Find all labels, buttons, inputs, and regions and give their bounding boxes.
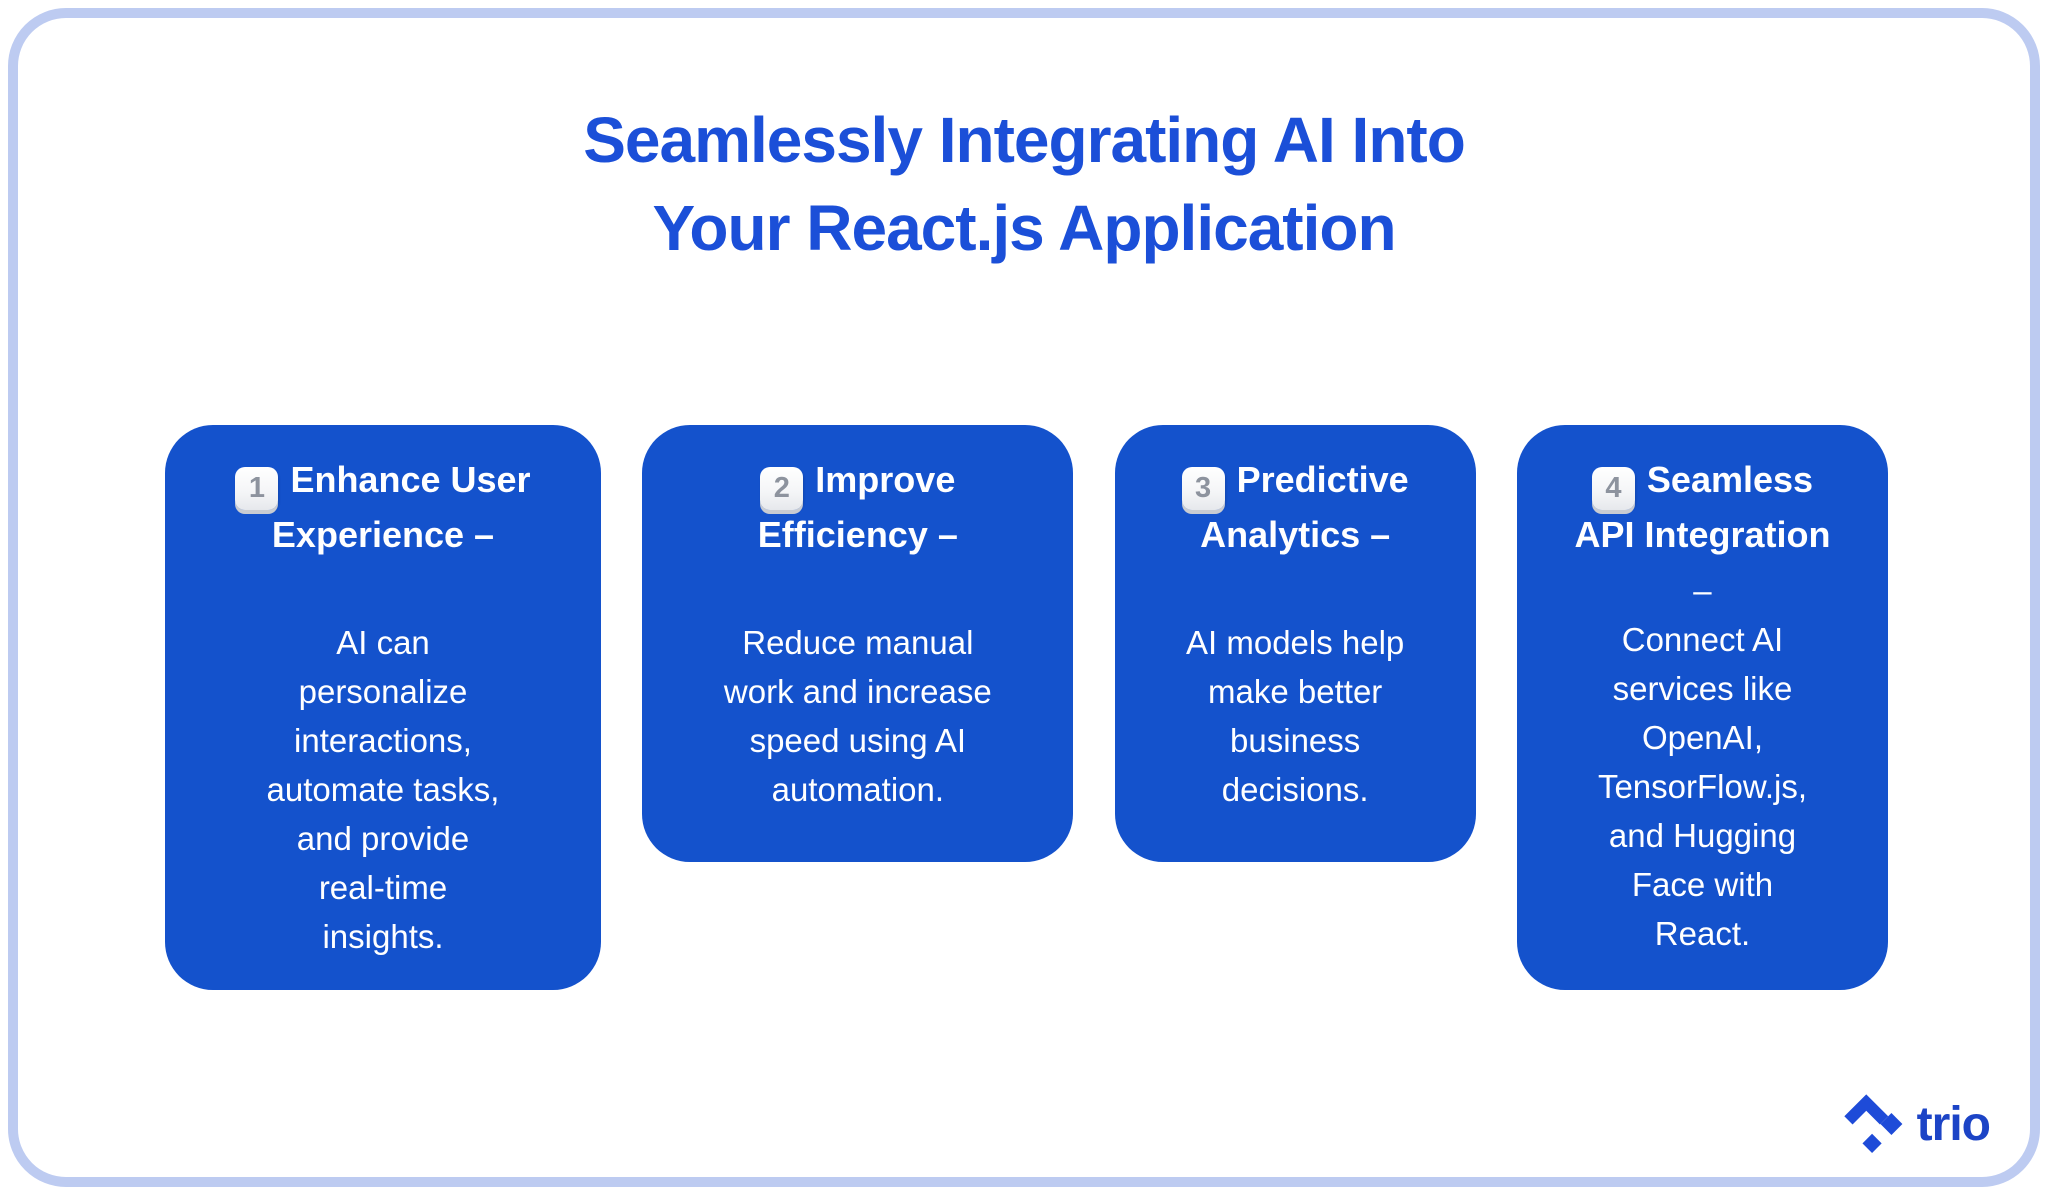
trio-diamonds-icon [1843, 1093, 1905, 1155]
card-body-text: – Connect AI services like OpenAI, Tenso… [1597, 572, 1808, 952]
trio-logo: trio [1843, 1093, 1991, 1155]
card-body-text: AI models help make better business deci… [1186, 624, 1405, 808]
card-body-text: AI can personalize interactions, automat… [266, 624, 500, 955]
page-title: Seamlessly Integrating AI Into Your Reac… [583, 104, 1466, 264]
card-heading-text: Predictive Analytics – [1200, 459, 1409, 555]
card-heading-text: Enhance User Experience – [271, 459, 531, 555]
card-heading-text: Seamless API Integration [1574, 459, 1831, 555]
card-heading-text: Improve Efficiency – [757, 459, 958, 555]
trio-logo-text: trio [1916, 1097, 1991, 1151]
keycap-4-icon: 4 [1591, 467, 1635, 510]
keycap-2-icon: 2 [760, 467, 804, 510]
keycap-3-icon: 3 [1181, 467, 1225, 510]
keycap-1-icon: 1 [235, 467, 279, 510]
card-body-text: Reduce manual work and increase speed us… [723, 624, 992, 808]
